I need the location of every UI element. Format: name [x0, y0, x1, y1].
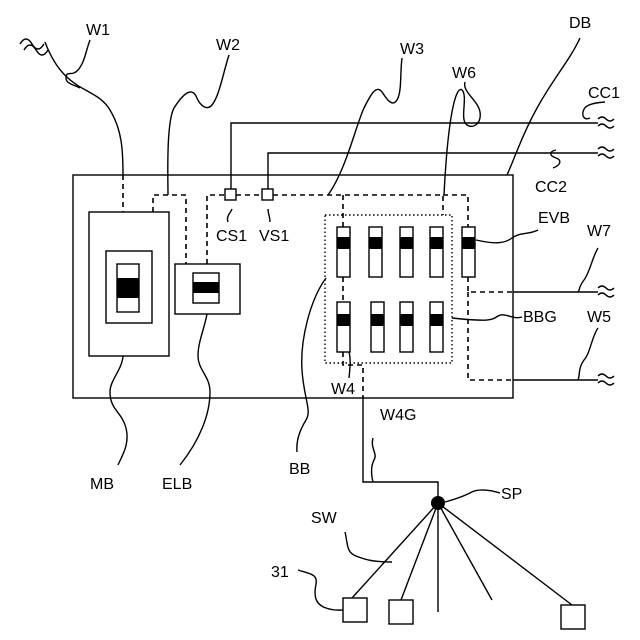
label-w7: W7	[587, 223, 611, 240]
branch-breaker-bottom-3	[400, 302, 413, 352]
label-evb: EVB	[538, 210, 570, 227]
label-w6: W6	[452, 65, 476, 82]
label-w4g: W4G	[380, 407, 416, 424]
label-w4: W4	[331, 381, 355, 398]
label-db: DB	[569, 15, 591, 32]
label-cc2: CC2	[535, 179, 567, 196]
voltage-sensor-vs1	[262, 189, 273, 200]
cc1-break-mark	[598, 117, 614, 128]
branch-breaker-bottom-4	[430, 302, 443, 352]
branch-breaker-top-1	[337, 227, 350, 277]
branch-breaker-bottom-2	[371, 302, 384, 352]
ground-rod-box-3	[561, 605, 585, 629]
current-sensor-cs1	[225, 189, 236, 200]
ground-wires	[352, 503, 572, 612]
label-sw: SW	[311, 510, 338, 527]
branch-breaker-top-3	[400, 227, 413, 277]
branch-breaker-top-2	[369, 227, 382, 277]
label-sp: SP	[501, 486, 522, 503]
label-w1: W1	[86, 22, 110, 39]
w7-break-mark	[598, 286, 614, 297]
label-cc1: CC1	[588, 85, 620, 102]
label-31: 31	[271, 564, 289, 581]
ground-rod-box-1	[343, 598, 367, 622]
label-elb: ELB	[162, 476, 192, 493]
earth-leakage-breaker	[175, 264, 240, 314]
cc2-break-mark	[598, 147, 614, 158]
label-bbg: BBG	[523, 309, 557, 326]
label-vs1: VS1	[259, 228, 289, 245]
label-w3: W3	[400, 41, 424, 58]
label-w5: W5	[587, 309, 611, 326]
wire-w1	[45, 42, 123, 175]
label-bb: BB	[289, 461, 310, 478]
w1-break-mark	[20, 39, 48, 55]
ev-breaker	[462, 227, 475, 277]
branch-breaker-top-4	[430, 227, 443, 277]
main-breaker	[89, 212, 169, 356]
label-w2: W2	[216, 37, 240, 54]
label-mb: MB	[90, 476, 114, 493]
label-cs1: CS1	[216, 228, 247, 245]
ground-rod-box-2	[389, 600, 413, 624]
w5-break-mark	[598, 374, 614, 385]
branch-breaker-bottom-1	[337, 302, 350, 352]
